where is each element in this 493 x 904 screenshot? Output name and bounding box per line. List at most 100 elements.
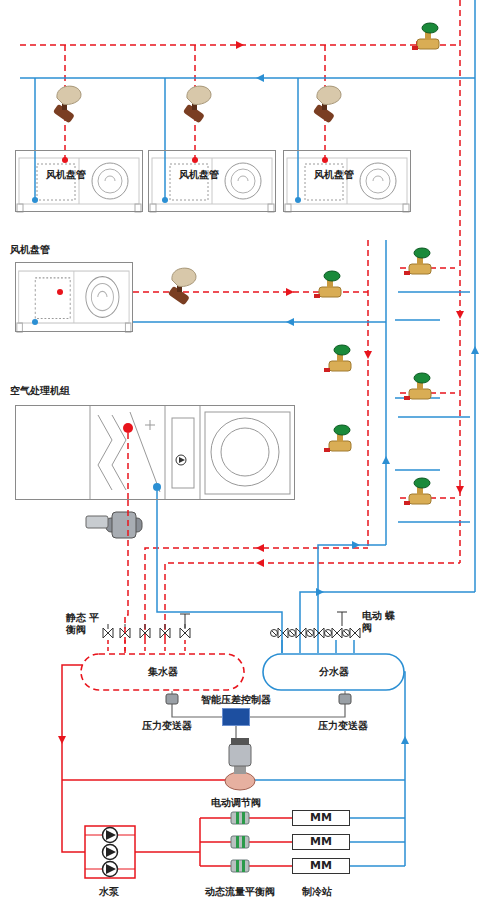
supply-pipe [34, 78, 36, 200]
return-arrow [456, 311, 464, 319]
valve-set [404, 248, 431, 275]
ahu-detail [90, 405, 91, 500]
air-handling-unit: 空气处理机组 [15, 405, 295, 500]
supply-arrow [352, 541, 360, 549]
fan-coil-unit: 风机盘管 [148, 150, 276, 212]
supply-arrow [32, 197, 38, 203]
return-pipe [20, 0, 460, 640]
flow-valve-set [231, 812, 249, 824]
valve-set [404, 478, 431, 505]
supply-arrow [295, 197, 301, 203]
return-arrow [192, 157, 198, 163]
return-arrow [322, 157, 328, 163]
node-label: 风机盘管 [179, 169, 219, 181]
valve-set [183, 86, 211, 123]
supply-arrow [162, 197, 168, 203]
plant-return-pipe [135, 851, 200, 853]
supply-pipe [398, 416, 470, 418]
header-valve [317, 640, 319, 653]
return-pipe [145, 548, 368, 640]
node-label: 空气处理机组 [10, 385, 70, 397]
flow-arrow [58, 736, 66, 744]
supply-pipe [395, 469, 440, 471]
ahu-ports [123, 423, 133, 433]
header-valve [140, 624, 150, 638]
pump-set [85, 826, 135, 878]
ahu-detail [145, 425, 155, 426]
fan-coil-unit: 风机盘管 [15, 150, 143, 212]
header-valve [120, 624, 130, 638]
valve-set [324, 345, 351, 372]
supply-arrow [382, 456, 390, 464]
ahu-detail [176, 455, 186, 465]
supply-pipe [385, 240, 387, 545]
ahu-detail [179, 457, 185, 463]
node-label: 分水器 [319, 666, 349, 678]
supply-pipe [133, 321, 386, 323]
return-arrow [256, 559, 264, 567]
header-valve [108, 640, 185, 653]
return-arrow [236, 41, 244, 49]
ahu-detail [221, 428, 269, 476]
valve-set [168, 268, 196, 305]
supply-pipe [20, 77, 475, 79]
supply-pipe [318, 545, 386, 640]
part-label: 动态流量平衡阀 [205, 886, 275, 898]
control-valve [231, 738, 249, 745]
header-valve [124, 640, 126, 653]
plant-return-pipe [62, 665, 85, 852]
node-label: MM [310, 860, 332, 872]
supply-pipe [300, 592, 475, 640]
header-valve [271, 628, 289, 638]
return-arrow [256, 544, 264, 552]
node-label: MM [310, 836, 332, 848]
flow-valve-set [231, 812, 249, 872]
supply-arrow [32, 319, 38, 325]
valve-set [404, 373, 431, 400]
ahu-detail [200, 405, 201, 500]
return-pipe [367, 240, 369, 548]
supply-pipe [297, 78, 299, 200]
signal-wire [250, 704, 345, 717]
header-valve [307, 628, 325, 638]
control-valve [225, 772, 255, 790]
supply-pipe [164, 78, 166, 200]
signal-wire [235, 726, 236, 738]
header-valve [160, 624, 170, 638]
header-valve [184, 640, 186, 653]
pressure-transmitter [166, 694, 178, 704]
flow-arrow [401, 736, 409, 744]
valve-set [53, 23, 439, 505]
return-arrow [62, 157, 68, 163]
header-outline [263, 654, 404, 690]
ahu-detail [165, 405, 166, 500]
node-label: 风机盘管 [314, 169, 354, 181]
ahu-detail [130, 412, 160, 492]
part-label: 压力变送器 [142, 720, 192, 732]
part-label: 静态 平衡阀 [66, 612, 106, 636]
valve-set [314, 271, 341, 298]
header-valve [107, 640, 109, 653]
part-label: 水泵 [99, 886, 119, 898]
header-valve [103, 612, 360, 653]
valve-set [412, 23, 439, 50]
pressure-transmitter [339, 694, 351, 704]
chiller-unit: MM [292, 810, 350, 826]
header-valve [282, 640, 354, 653]
ahu-detail [205, 412, 290, 494]
plant-supply-pipe [350, 841, 405, 843]
part-label: 制冷站 [302, 886, 332, 898]
valve-set [313, 86, 341, 123]
plant-supply-pipe [403, 672, 405, 866]
supply-pipe [398, 521, 470, 523]
header-valve [343, 628, 361, 638]
control-valve [234, 766, 246, 774]
chiller-unit: MM [292, 858, 350, 874]
distributor-header: 分水器 [262, 653, 405, 691]
ahu-ports [127, 433, 129, 500]
valve-set [324, 425, 351, 452]
ahu-detail [172, 418, 194, 488]
pipe-connector [125, 500, 128, 653]
